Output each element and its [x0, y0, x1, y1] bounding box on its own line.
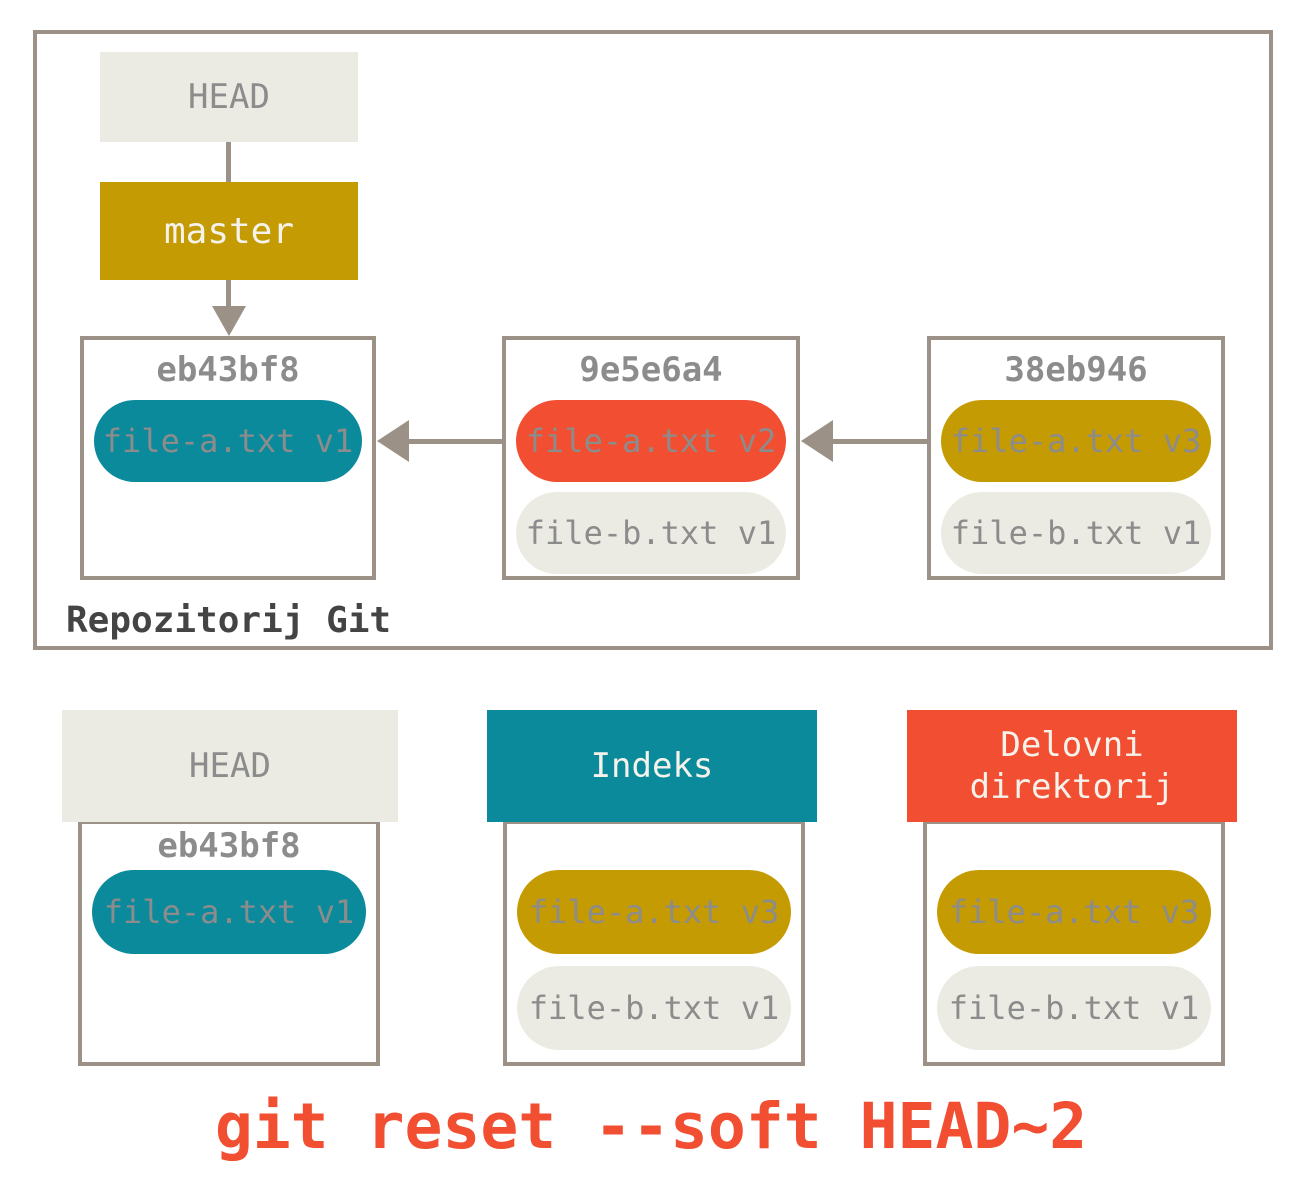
file-pill: file-a.txt v3 [517, 870, 791, 954]
commit-box-eb43bf8: eb43bf8 file-a.txt v1 [80, 336, 376, 580]
file-pill: file-a.txt v1 [94, 400, 362, 482]
commit-parent-arrow-line [406, 439, 502, 444]
master-to-commit-connector [226, 280, 231, 308]
commit-box-9e5e6a4: 9e5e6a4 file-a.txt v2 file-b.txt v1 [502, 336, 800, 580]
index-area-header: Indeks [487, 710, 817, 822]
file-pill: file-a.txt v1 [92, 870, 366, 954]
head-area-header: HEAD [62, 710, 398, 822]
file-pill: file-a.txt v2 [516, 400, 786, 482]
workdir-area-box: file-a.txt v3 file-b.txt v1 [923, 820, 1225, 1066]
command-caption: git reset --soft HEAD~2 [214, 1090, 1088, 1163]
master-branch-box: master [100, 182, 358, 280]
commit-hash: 9e5e6a4 [579, 350, 723, 390]
commit-parent-arrowhead-icon [377, 420, 409, 462]
head-to-master-connector [226, 142, 231, 182]
workdir-area-header: Delovni direktorij [907, 710, 1237, 822]
commit-hash: 38eb946 [1004, 350, 1148, 390]
head-ref-box: HEAD [100, 52, 358, 142]
file-pill: file-a.txt v3 [941, 400, 1211, 482]
file-pill: file-b.txt v1 [517, 966, 791, 1050]
commit-hash: eb43bf8 [156, 350, 300, 390]
head-area-box: eb43bf8 file-a.txt v1 [78, 820, 380, 1066]
index-area-box: file-a.txt v3 file-b.txt v1 [503, 820, 805, 1066]
master-to-commit-arrowhead-icon [212, 306, 246, 336]
repository-label: Repozitorij Git [66, 600, 392, 641]
commit-box-38eb946: 38eb946 file-a.txt v3 file-b.txt v1 [927, 336, 1225, 580]
file-pill: file-b.txt v1 [941, 492, 1211, 574]
file-pill: file-a.txt v3 [937, 870, 1211, 954]
commit-parent-arrowhead-icon [801, 420, 833, 462]
head-area-commit-hash: eb43bf8 [157, 826, 301, 866]
file-pill: file-b.txt v1 [937, 966, 1211, 1050]
repository-box [33, 30, 1273, 650]
file-pill: file-b.txt v1 [516, 492, 786, 574]
commit-parent-arrow-line [830, 439, 927, 444]
